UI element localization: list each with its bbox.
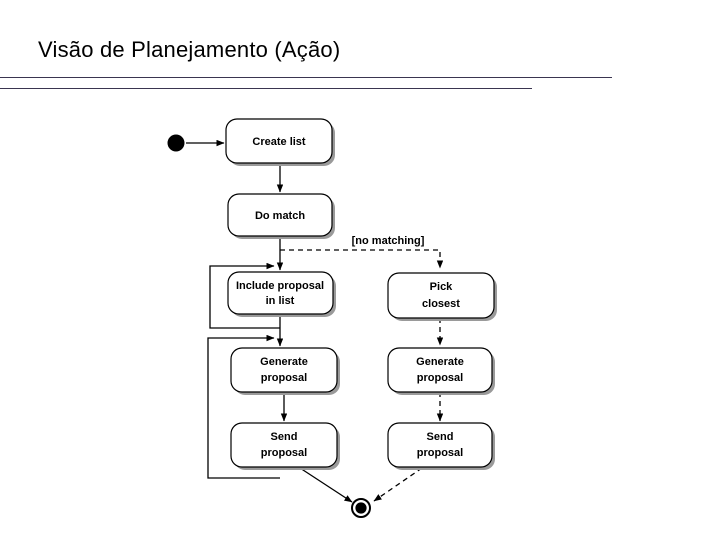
node-label-do-match: Do match <box>255 210 305 222</box>
node-label-include-proposal-line1: Include proposal <box>236 280 324 292</box>
edge-send-left-to-final <box>299 467 353 503</box>
activity-node-send-proposal-right[interactable]: Send proposal <box>387 422 495 470</box>
node-label-send-left-line2: proposal <box>261 447 307 459</box>
node-label-pick-closest-line2: closest <box>422 298 460 310</box>
node-label-send-left-line1: Send <box>271 431 298 443</box>
edge-loop-include-proposal <box>209 262 280 329</box>
activity-node-generate-proposal-left[interactable]: Generate proposal <box>230 347 340 395</box>
activity-node-pick-closest[interactable]: Pick closest <box>387 272 497 321</box>
page-title: Visão de Planejamento (Ação) <box>38 37 341 62</box>
edge-send-right-to-final <box>373 467 423 502</box>
node-label-include-proposal-line2: in list <box>266 295 295 307</box>
node-label-generate-right-line2: proposal <box>417 372 463 384</box>
node-label-generate-right-line1: Generate <box>416 356 464 368</box>
activity-node-create-list[interactable]: Create list <box>225 118 335 166</box>
node-label-pick-closest-line1: Pick <box>430 281 454 293</box>
node-label-send-right-line1: Send <box>427 431 454 443</box>
activity-node-generate-proposal-right[interactable]: Generate proposal <box>387 347 495 395</box>
guard-label-no-matching: [no matching] <box>352 235 425 247</box>
activity-node-include-proposal[interactable]: Include proposal in list <box>227 271 336 317</box>
node-label-send-right-line2: proposal <box>417 447 463 459</box>
node-label-create-list: Create list <box>252 136 306 148</box>
activity-node-send-proposal-left[interactable]: Send proposal <box>230 422 340 470</box>
activity-diagram: [no matching] Create lis <box>0 96 720 540</box>
node-label-generate-left-line2: proposal <box>261 372 307 384</box>
edge-no-matching-to-pick-closest <box>280 249 444 269</box>
title-divider-bottom <box>0 88 532 89</box>
title-divider-top <box>0 77 612 78</box>
final-state-node <box>351 498 371 518</box>
edge-loop-generate-left <box>207 334 280 479</box>
initial-state-node <box>167 134 185 152</box>
node-label-generate-left-line1: Generate <box>260 356 308 368</box>
activity-node-do-match[interactable]: Do match <box>227 193 335 239</box>
